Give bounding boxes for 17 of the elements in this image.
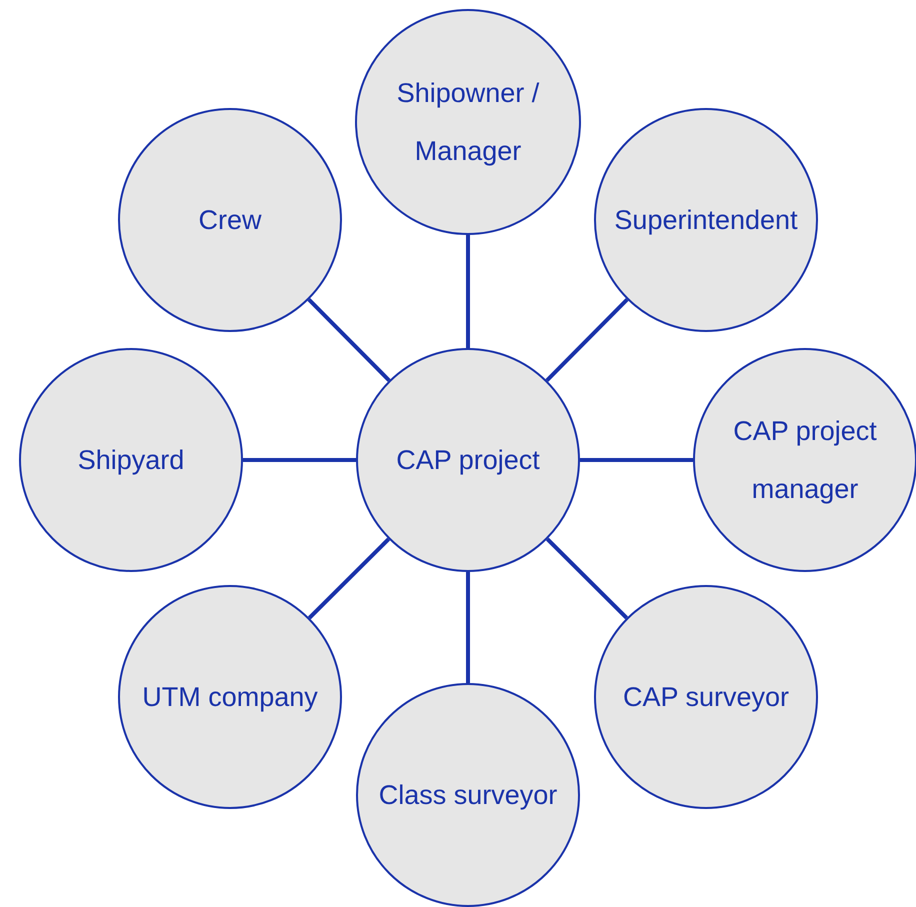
node-label: Shipyard bbox=[76, 444, 186, 477]
connector-line bbox=[466, 572, 470, 683]
node-label: Crew bbox=[197, 204, 262, 237]
node-label: Class surveyor bbox=[378, 779, 558, 812]
connector-line bbox=[307, 298, 391, 382]
node-label: CAP project bbox=[395, 444, 541, 477]
connector-line bbox=[545, 298, 629, 382]
node-label: CAP project manager bbox=[732, 415, 878, 506]
node-label: UTM company bbox=[141, 681, 319, 714]
node-label: Superintendent bbox=[613, 204, 799, 237]
connector-line bbox=[308, 538, 390, 620]
connector-line bbox=[580, 458, 693, 462]
connector-line bbox=[466, 235, 470, 348]
node-label: Shipowner / Manager bbox=[396, 77, 540, 168]
node-label: CAP surveyor bbox=[622, 681, 790, 714]
connector-line bbox=[546, 538, 628, 620]
connector-line bbox=[243, 458, 356, 462]
